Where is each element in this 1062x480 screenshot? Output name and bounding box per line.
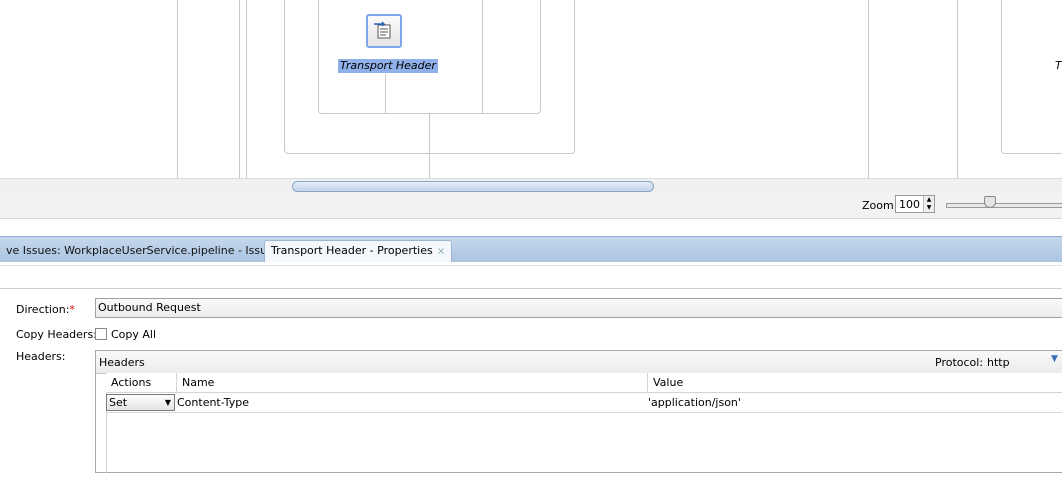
copy-headers-label: Copy Headers: [16,328,97,341]
zoom-input[interactable]: 100 [899,198,920,211]
flow-line [246,0,247,178]
zoom-slider-track[interactable] [946,203,1062,208]
chevron-down-icon: ▼ [164,398,171,407]
divider [0,265,1062,266]
zoom-label: Zoom: [862,199,898,212]
action-select-value: Set [109,396,128,409]
headers-panel-header [96,351,1062,374]
stage-container [284,0,575,154]
connector-line [429,114,430,178]
transport-header-icon [374,21,391,39]
transport-header-node-label[interactable]: Transport Header [338,59,438,73]
tab-issues-label: ve Issues: WorkplaceUserService.pipeline… [6,244,280,257]
transport-header-node-icon[interactable] [366,14,402,48]
stage-container-right [1001,0,1062,154]
close-icon[interactable]: × [436,246,446,257]
copy-all-checkbox[interactable] [95,328,107,340]
flow-line [868,0,869,178]
flow-line [957,0,958,178]
direction-select[interactable]: Outbound Request [95,298,1062,318]
column-header-actions[interactable]: Actions [106,373,177,393]
spin-up-icon[interactable]: ▲ [926,196,932,203]
tab-issues[interactable]: ve Issues: WorkplaceUserService.pipeline… [0,241,286,261]
protocol-label: Protocol: [935,356,984,369]
properties-toolbar [0,262,1062,289]
direction-label-text: Direction: [16,303,70,316]
header-name-cell[interactable]: Content-Type [177,396,249,409]
flow-line [177,0,178,178]
tab-transport-header-properties[interactable]: Transport Header - Properties× [264,240,453,262]
spin-down-icon[interactable]: ▼ [926,204,932,211]
editor-tab-strip: ve Issues: WorkplaceUserService.pipeline… [0,236,1062,263]
zoom-slider-thumb[interactable] [984,196,996,208]
table-row[interactable]: Set ▼ Content-Type 'application/json' [106,393,1062,413]
headers-label: Headers: [16,350,66,363]
horizontal-scrollbar[interactable] [0,178,1062,193]
row-gutter [96,373,107,473]
header-value-cell[interactable]: 'application/json' [648,396,741,409]
scrollbar-thumb[interactable] [292,181,654,192]
column-header-value[interactable]: Value [648,373,1062,393]
zoom-toolbar: Zoom: 100 ▲ ▼ [0,192,1062,219]
zoom-spin-buttons[interactable]: ▲ ▼ [923,196,934,212]
action-select[interactable]: Set ▼ [106,394,175,411]
connector-line [482,0,483,114]
direction-label: Direction:* [16,303,75,316]
zoom-spinner[interactable]: 100 ▲ ▼ [895,195,935,213]
headers-panel-title: Headers [99,356,145,369]
required-marker: * [69,303,75,316]
partial-node-label: T [1055,59,1062,72]
chevron-down-icon[interactable]: ▼ [1051,354,1058,364]
connector-line [385,74,386,114]
protocol-select[interactable]: http [987,356,1010,369]
tab-properties-label: Transport Header - Properties [271,244,433,257]
headers-panel: Headers Protocol: http ▼ Actions Name Va… [95,350,1062,473]
column-header-name[interactable]: Name [177,373,648,393]
copy-all-label[interactable]: Copy All [111,328,157,341]
flow-line [239,0,240,178]
pipeline-canvas[interactable]: Transport Header T [0,0,1062,178]
action-container [318,0,541,114]
